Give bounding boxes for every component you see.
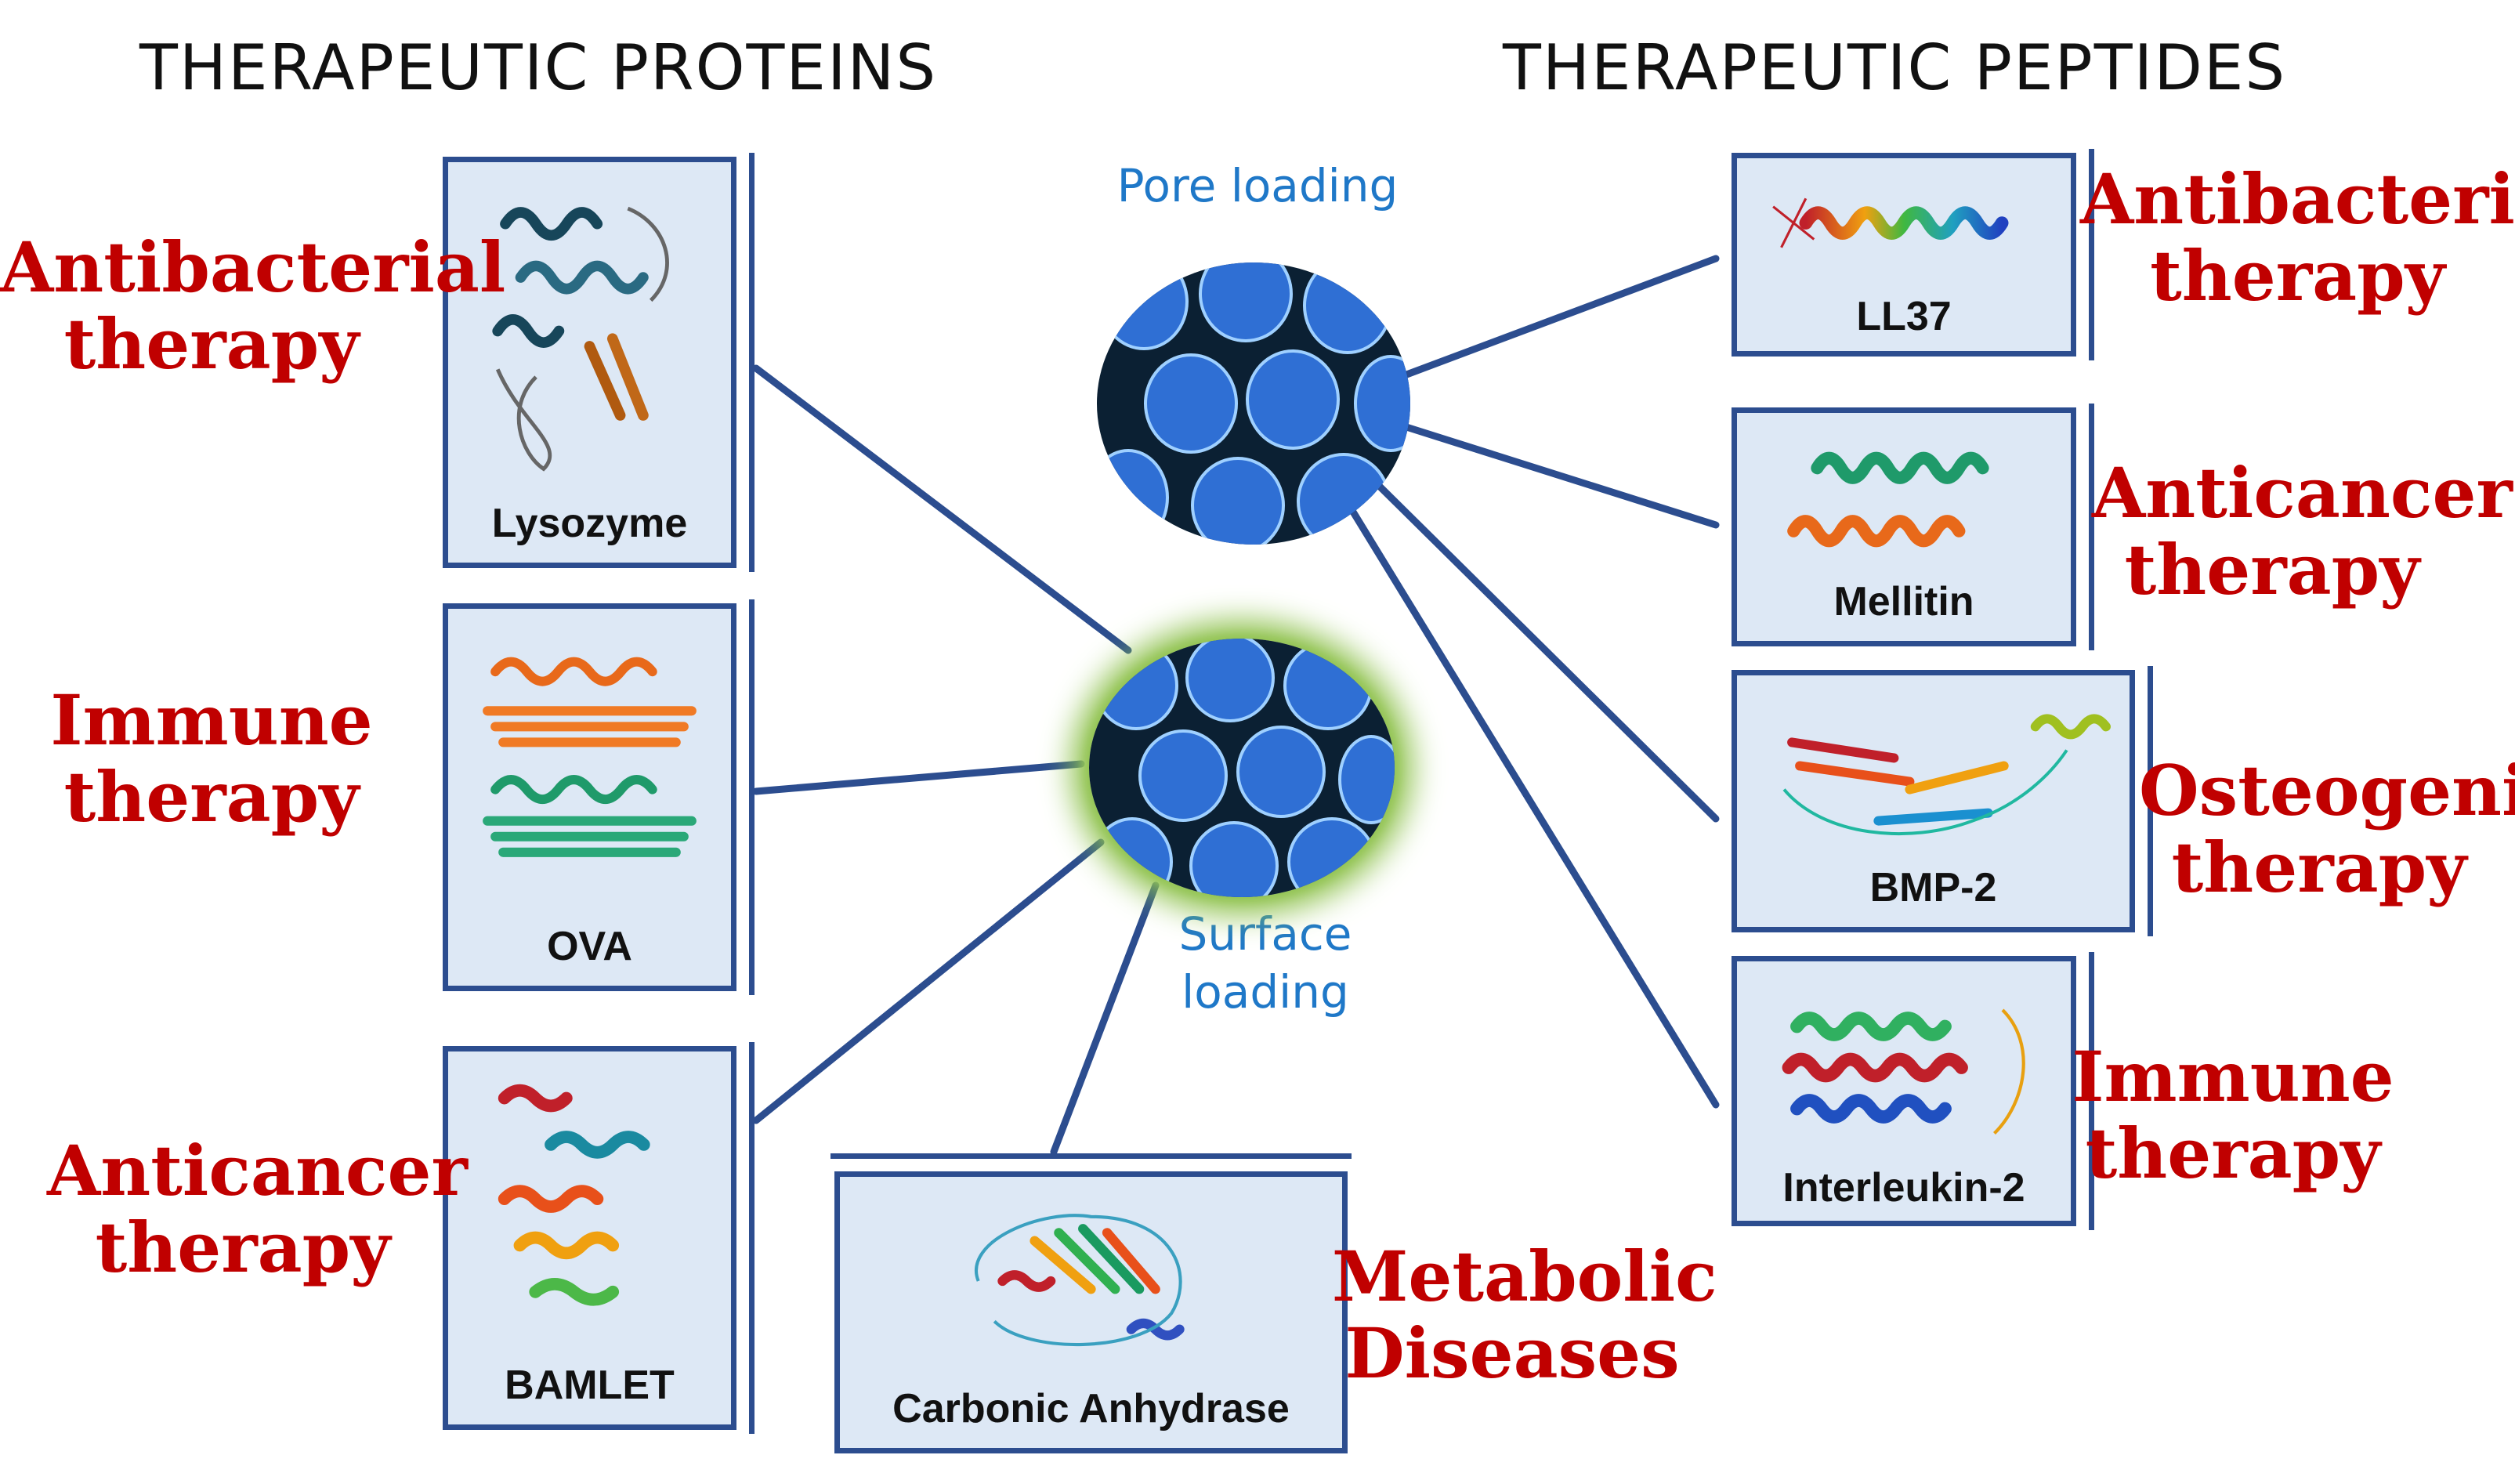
protein-label-ova: OVA [547,924,632,969]
connector-ll37 [1399,255,1720,380]
peptide-label-interleukin2: Interleukin-2 [1782,1165,2025,1211]
peptide-box-ll37: LL37 [1732,149,2094,360]
therapy-label-carbonic-anhydrase: Metabolic Diseases [1332,1236,1717,1394]
peptide-box-bmp2: BMP-2 [1732,666,2153,936]
connector-mellitin [1402,423,1720,529]
therapy-label-mellitin: Anticancer therapy [2092,452,2513,610]
mellitin-structure-icon [1753,429,2055,570]
pore-loading-particle-image [1097,262,1410,545]
interleukin2-structure-icon [1753,977,2055,1158]
therapy-label-bamlet: Anticancer therapy [47,1130,468,1288]
peptide-box-interleukin2: Interleukin-2 [1732,952,2094,1230]
protein-label-bamlet: BAMLET [505,1363,675,1408]
protein-box-ova: OVA [443,599,754,995]
therapy-label-ova: Immune therapy [50,679,373,838]
protein-label-lysozyme: Lysozyme [491,501,688,546]
surface-loading-label: Surface loading [1178,907,1352,1019]
connector-lysozyme [752,364,1132,654]
peptide-box-mellitin: Mellitin [1732,404,2094,650]
ova-structure-icon [464,624,715,907]
heading-therapeutic-proteins: THERAPEUTIC PROTEINS [139,31,938,104]
connector-bamlet [752,838,1105,1124]
surface-loading-particle-image [1089,639,1395,897]
pore-loading-label: Pore loading [1116,159,1399,212]
connector-bmp2 [1367,474,1720,823]
protein-box-bamlet: BAMLET [443,1042,754,1434]
peptide-label-ll37: LL37 [1856,294,1952,339]
ll37-structure-icon [1753,174,2055,288]
therapy-label-interleukin2: Immune therapy [2072,1036,2394,1194]
connector-carbonic [1050,881,1160,1156]
peptide-label-bmp2: BMP-2 [1869,865,1997,910]
therapy-label-ll37: Antibacterial therapy [2080,158,2515,317]
connector-ova [752,760,1085,795]
carbonic-anhydrase-structure-icon [856,1193,1326,1370]
protein-box-lysozyme: Lysozyme [443,153,754,572]
therapy-label-lysozyme: Antibacterial therapy [0,226,506,385]
therapy-label-bmp2: Osteogenic therapy [2139,750,2515,908]
protein-label-carbonic-anhydrase: Carbonic Anhydrase [892,1386,1290,1432]
heading-therapeutic-peptides: THERAPEUTIC PEPTIDES [1503,31,2287,104]
bamlet-structure-icon [464,1067,715,1346]
lysozyme-structure-icon [464,178,715,484]
protein-box-carbonic-anhydrase: Carbonic Anhydrase [830,1153,1352,1453]
connector-interleukin [1348,505,1720,1109]
peptide-label-mellitin: Mellitin [1833,579,1974,624]
bmp2-structure-icon [1753,691,2114,856]
